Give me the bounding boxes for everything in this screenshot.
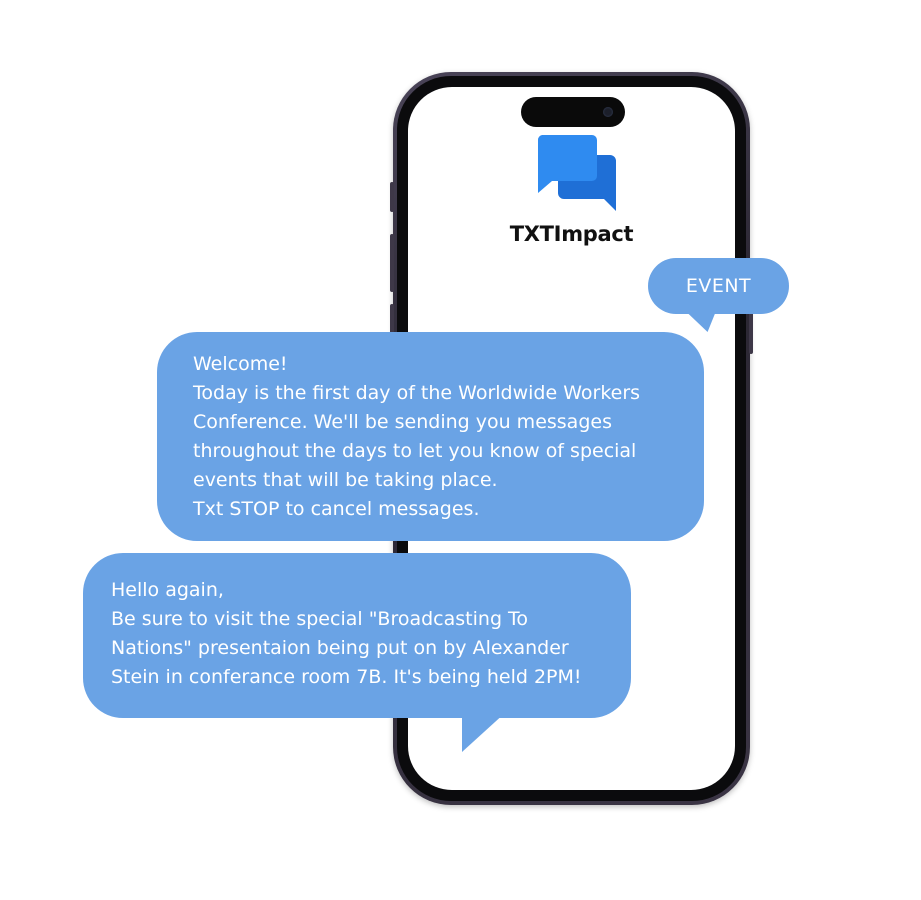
app-name: TXTImpact [509,222,634,246]
message-bubble-reminder: Hello again, Be sure to visit the specia… [83,553,631,718]
message-line: events that will be taking place. [193,469,498,491]
logo-front-bubble [537,135,597,193]
message-bubble-tail [462,712,506,752]
front-camera-icon [603,107,613,117]
message-line: Conference. We'll be sending you message… [193,411,612,433]
event-tag-label: EVENT [685,275,752,297]
message-line: Nations" presentaion being put on by Ale… [111,637,569,659]
silent-switch [390,182,394,212]
message-bubble-welcome: Welcome! Today is the first day of the W… [157,332,704,541]
message-line: Hello again, [111,579,224,601]
volume-up-button [390,234,394,292]
dynamic-island [521,97,625,127]
message-line: Stein in conferance room 7B. It's being … [111,666,582,688]
message-line: Today is the first day of the Worldwide … [193,382,641,404]
message-line: Be sure to visit the special "Broadcasti… [111,608,529,630]
chat-bubbles-icon [537,135,616,211]
message-line: Txt STOP to cancel messages. [193,498,480,520]
event-tag-bubble: EVENT [648,258,789,314]
event-tag-tail [684,310,724,332]
message-line: throughout the days to let you know of s… [193,440,637,462]
message-line: Welcome! [193,353,288,375]
